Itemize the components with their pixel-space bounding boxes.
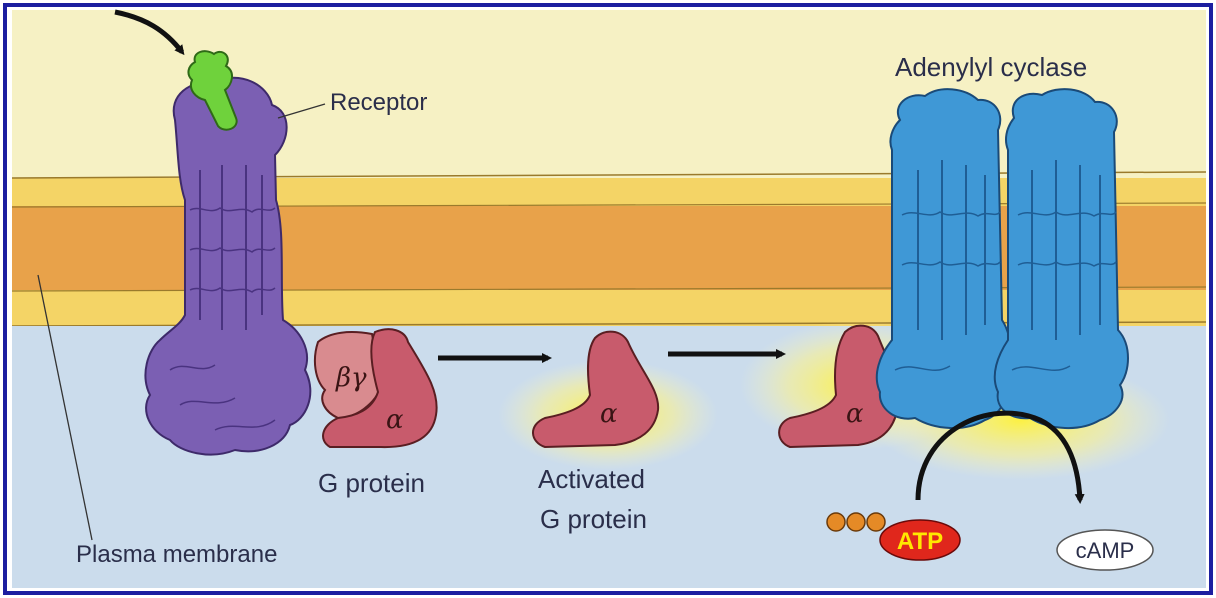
phosphate-3 bbox=[867, 513, 885, 531]
receptor-label: Receptor bbox=[330, 89, 427, 116]
phosphate-2 bbox=[847, 513, 865, 531]
activated-alpha-symbol: α bbox=[600, 399, 618, 429]
g-protein-label: G protein bbox=[318, 468, 425, 498]
camp-molecule: cAMP bbox=[1057, 530, 1153, 570]
cyclase-alpha-symbol: α bbox=[846, 399, 864, 429]
phosphate-1 bbox=[827, 513, 845, 531]
beta-gamma-symbol: βγ bbox=[335, 363, 367, 393]
plasma-membrane-label: Plasma membrane bbox=[76, 541, 277, 568]
g-protein-alpha-symbol: α bbox=[386, 405, 404, 435]
atp-label: ATP bbox=[897, 528, 943, 555]
camp-label: cAMP bbox=[1076, 538, 1135, 563]
activated-g-protein-label-line2: G protein bbox=[540, 504, 647, 534]
activated-g-protein-label-line1: Activated bbox=[538, 464, 645, 494]
adenylyl-cyclase-label: Adenylyl cyclase bbox=[895, 52, 1087, 82]
